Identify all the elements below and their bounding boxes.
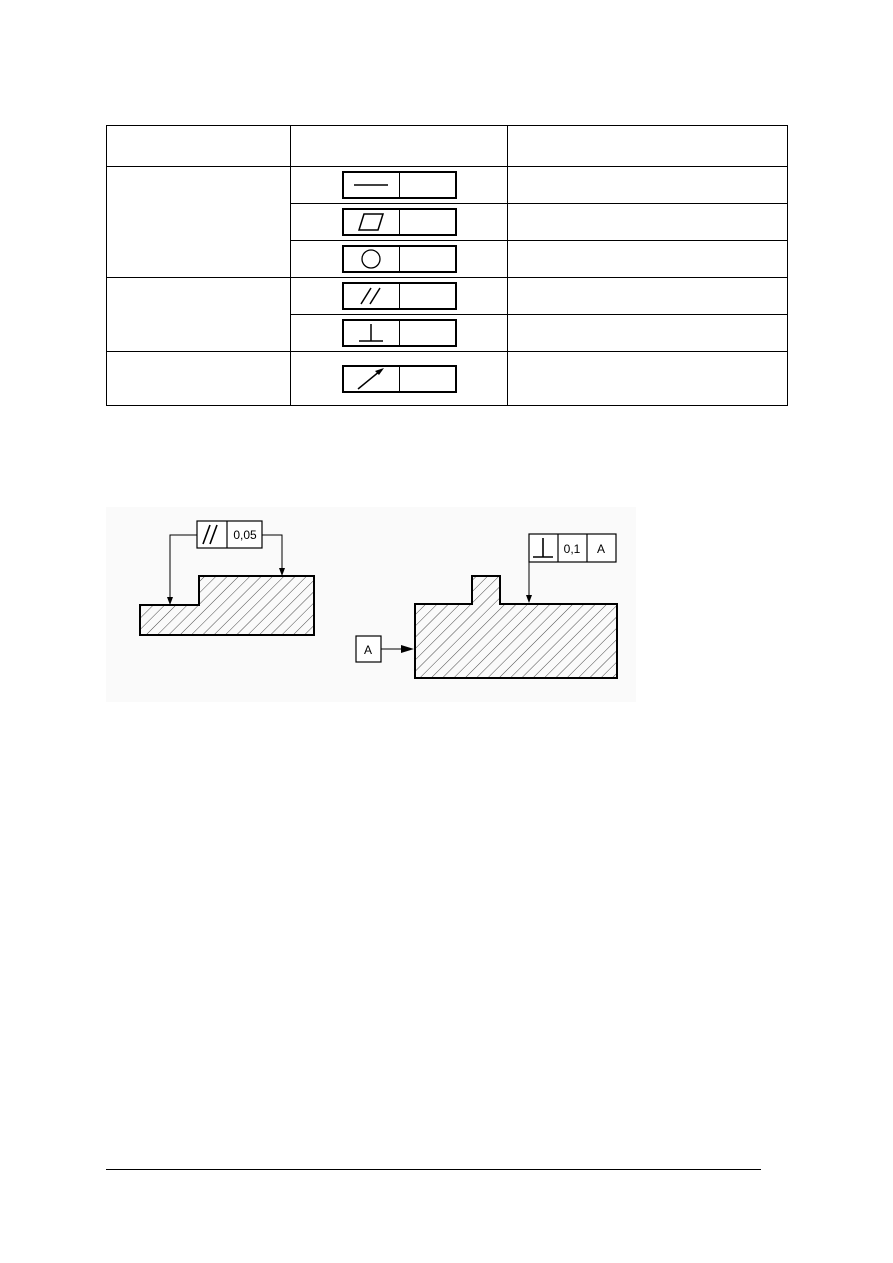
straightness-icon: [344, 173, 400, 197]
left-part: 0,05: [139, 520, 315, 636]
group-cell-runout: [106, 351, 291, 406]
perpendicularity-icon: [344, 321, 400, 345]
table-row: [107, 240, 788, 278]
symbol-cell: [290, 203, 508, 241]
datum-feature-a: A: [355, 635, 414, 663]
right-feature-control-frame: 0,1 A: [528, 533, 617, 563]
feature-control-frame: [341, 208, 457, 236]
datum-label: A: [364, 643, 372, 657]
description-cell: [507, 314, 788, 352]
left-tolerance-value: 0,05: [233, 528, 257, 542]
runout-icon: [344, 366, 400, 391]
feature-control-frame: [341, 171, 457, 199]
tolerance-symbols-table: [106, 125, 788, 406]
symbol-cell: [290, 240, 508, 278]
table-row: [106, 277, 788, 352]
right-part: 0,1 A A: [355, 533, 618, 679]
feature-control-frame: [341, 245, 457, 273]
perpendicularity-icon: [533, 538, 553, 558]
left-feature-control-frame: 0,05: [196, 520, 263, 549]
symbol-cell: [290, 277, 508, 315]
description-cell: [507, 203, 788, 241]
header-cell-1: [106, 125, 291, 167]
parallelism-icon: [344, 284, 400, 308]
description-cell: [507, 240, 788, 278]
table-row: [107, 314, 788, 352]
feature-control-frame: [341, 364, 457, 393]
flatness-icon: [344, 210, 400, 234]
table-row: [106, 166, 788, 278]
footer-rule: [106, 1169, 761, 1170]
circularity-icon: [344, 247, 400, 271]
header-cell-3: [507, 125, 788, 167]
description-cell: [507, 277, 788, 315]
feature-control-frame: [341, 282, 457, 310]
tolerance-example-drawing: 0,05 0,1 A A: [106, 507, 636, 702]
symbol-cell: [290, 314, 508, 352]
right-tolerance-value: 0,1: [564, 542, 581, 556]
description-cell: [507, 166, 788, 204]
table-row: [107, 203, 788, 241]
table-row: [106, 351, 788, 406]
parallelism-icon: [202, 524, 218, 545]
right-datum-ref: A: [597, 542, 605, 556]
symbol-cell: [290, 351, 508, 406]
table-header-row: [106, 125, 788, 167]
symbol-cell: [290, 166, 508, 204]
group-cell-orientation: [106, 277, 291, 352]
description-cell: [507, 351, 788, 406]
header-cell-2: [290, 125, 508, 167]
group-cell-form: [106, 166, 291, 278]
feature-control-frame: [341, 319, 457, 347]
